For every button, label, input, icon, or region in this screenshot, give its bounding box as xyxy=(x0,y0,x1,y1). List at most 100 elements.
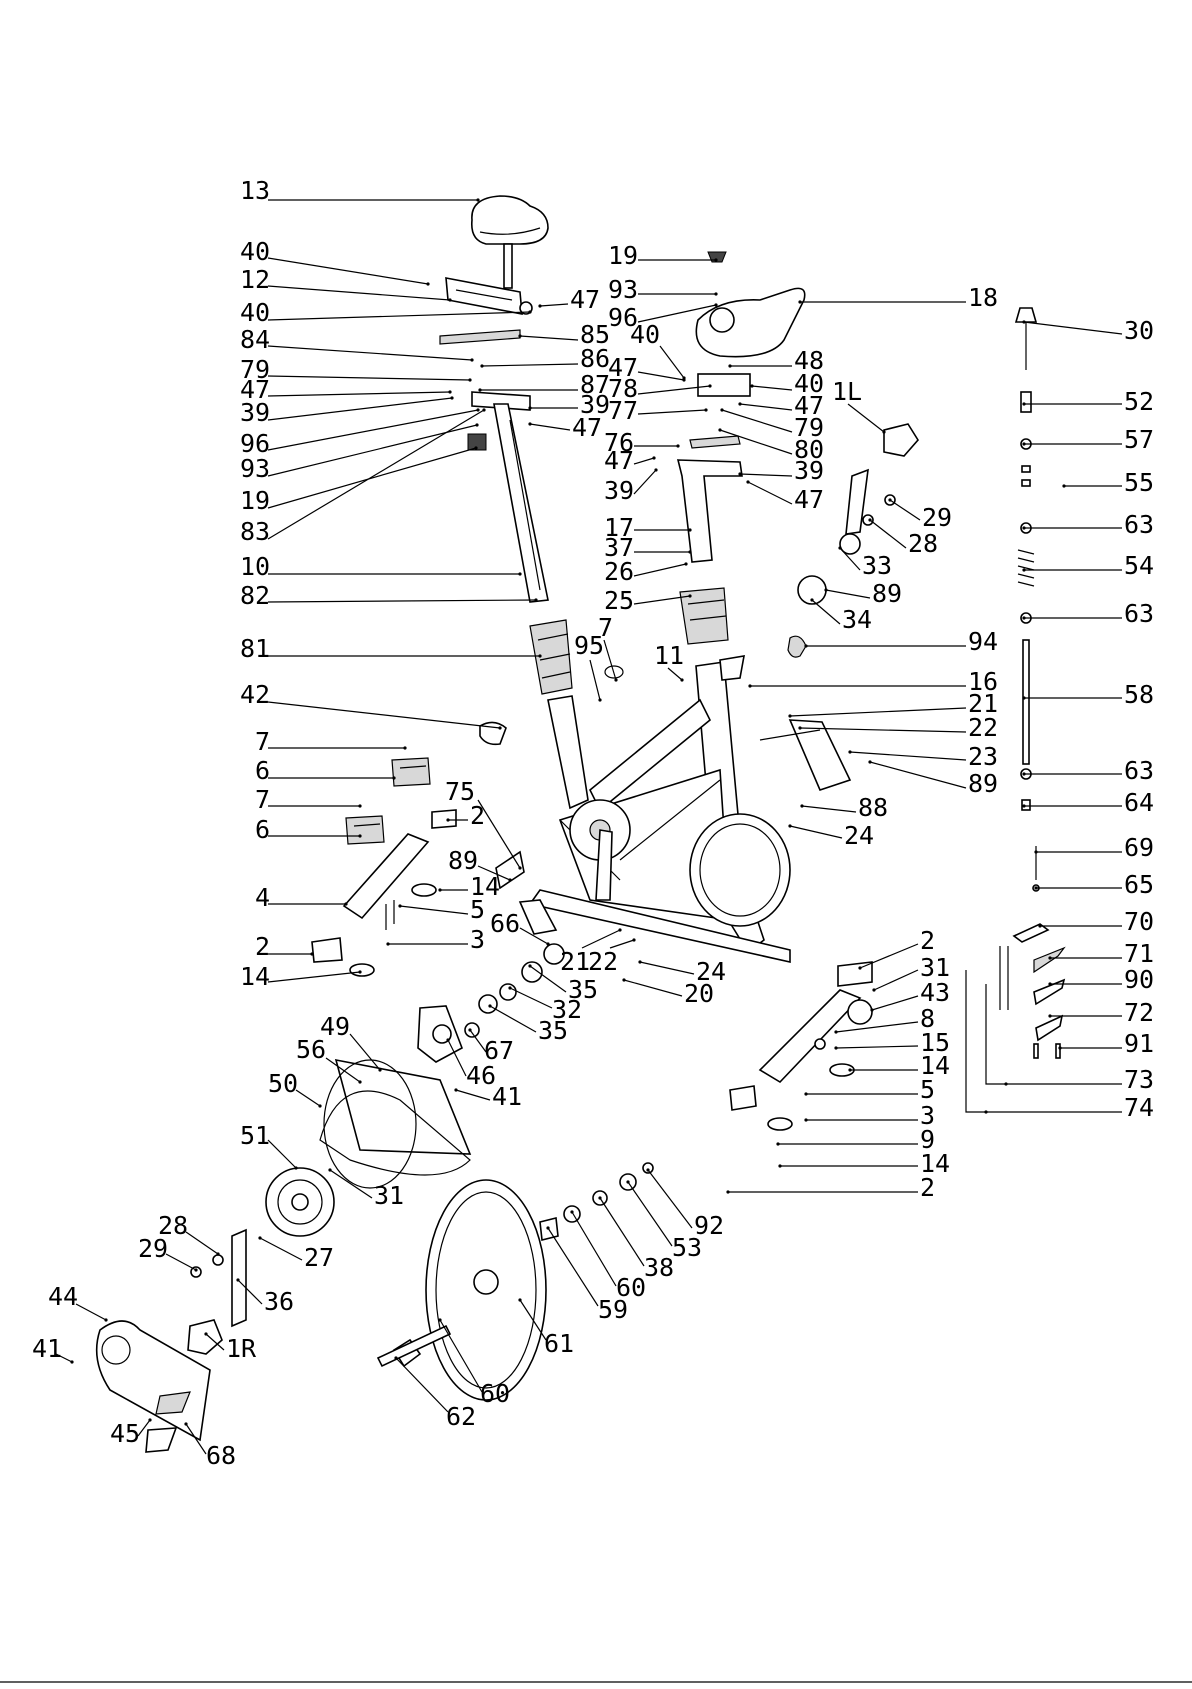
leader-line xyxy=(835,1045,919,1049)
part-label: 39 xyxy=(240,398,270,427)
leader-dot xyxy=(720,408,724,412)
part-label: 51 xyxy=(240,1121,270,1150)
leader-line xyxy=(205,1333,225,1351)
leader-line xyxy=(519,927,549,945)
leader-line xyxy=(539,303,569,307)
leader-dot xyxy=(1022,442,1026,446)
part-label: 7 xyxy=(255,727,270,756)
leader-dot xyxy=(448,298,452,302)
leader-dot xyxy=(888,498,892,502)
leader-dot xyxy=(1058,1046,1062,1050)
leader-line xyxy=(751,385,793,391)
leader-line xyxy=(647,1169,693,1229)
leader-dot xyxy=(626,1180,630,1184)
leader-dot xyxy=(788,714,792,718)
part-label: 3 xyxy=(470,925,485,954)
leader-line xyxy=(633,469,657,495)
part-label: 69 xyxy=(1124,833,1154,862)
leader-dot xyxy=(184,1422,188,1426)
part-label: 66 xyxy=(490,909,520,938)
part-label: 15 xyxy=(920,1028,950,1057)
part-label: 39 xyxy=(604,476,634,505)
leader-line xyxy=(447,1039,467,1077)
leader-dot xyxy=(618,928,622,932)
part-label: 80 xyxy=(794,435,824,464)
leader-dot xyxy=(804,1118,808,1122)
leader-dot xyxy=(538,654,542,658)
leader-line xyxy=(547,1227,599,1307)
leader-line xyxy=(1023,321,1123,335)
part-label: 43 xyxy=(920,978,950,1007)
part-label: 2 xyxy=(255,932,270,961)
part-label: 96 xyxy=(608,303,638,332)
main-frame xyxy=(479,635,852,963)
leader-line xyxy=(639,961,695,975)
part-label: 84 xyxy=(240,325,270,354)
leader-dot xyxy=(386,942,390,946)
part-label: 40 xyxy=(240,237,270,266)
part-label: 26 xyxy=(604,557,634,586)
leader-dot xyxy=(518,334,522,338)
leader-dot xyxy=(1022,804,1026,808)
seat-saddle xyxy=(470,195,549,289)
part-label: 57 xyxy=(1124,425,1154,454)
part-label: 89 xyxy=(448,846,478,875)
part-label: 58 xyxy=(1124,680,1154,709)
leader-line xyxy=(55,1353,73,1363)
part-label: 79 xyxy=(794,413,824,442)
part-label: 86 xyxy=(580,344,610,373)
leader-dot xyxy=(426,282,430,286)
crank-right xyxy=(187,1228,247,1355)
leader-line xyxy=(267,409,479,451)
leader-dot xyxy=(622,978,626,982)
leader-line xyxy=(637,409,707,415)
leader-line xyxy=(839,547,861,571)
leader-dot xyxy=(872,988,876,992)
leader-line xyxy=(873,969,919,991)
part-label: 63 xyxy=(1124,756,1154,785)
chain-guard xyxy=(95,1320,211,1453)
leader-dot xyxy=(778,1164,782,1168)
part-label: 28 xyxy=(158,1211,188,1240)
leader-dot xyxy=(1004,1082,1008,1086)
part-label: 93 xyxy=(608,275,638,304)
leader-line xyxy=(849,751,967,761)
leader-dot xyxy=(403,746,407,750)
handlebar-slider xyxy=(689,373,751,449)
leader-dot xyxy=(676,444,680,448)
leader-dot xyxy=(654,468,658,472)
leader-dot xyxy=(468,378,472,382)
leader-dot xyxy=(868,518,872,522)
leader-dot xyxy=(528,422,532,426)
part-label: 89 xyxy=(872,579,902,608)
leader-dot xyxy=(518,1298,522,1302)
part-label: 21 xyxy=(560,947,590,976)
leader-dot xyxy=(714,292,718,296)
part-label: 88 xyxy=(858,793,888,822)
bearing-stack xyxy=(464,943,565,1038)
leader-line xyxy=(481,363,579,367)
part-label: 91 xyxy=(1124,1029,1154,1058)
part-label: 56 xyxy=(296,1035,326,1064)
part-label: 39 xyxy=(794,456,824,485)
leader-line xyxy=(185,1231,219,1255)
leader-dot xyxy=(528,406,532,410)
part-label: 54 xyxy=(1124,551,1154,580)
leader-dot xyxy=(216,1252,220,1256)
part-label: 41 xyxy=(32,1334,62,1363)
handlebar-post xyxy=(676,459,743,645)
leader-dot xyxy=(750,384,754,388)
leader-line xyxy=(267,285,451,301)
leader-line xyxy=(847,403,885,433)
sleeve-bushing xyxy=(529,619,573,695)
knob-small xyxy=(467,433,487,451)
part-label: 10 xyxy=(240,552,270,581)
part-label: 13 xyxy=(240,176,270,205)
leader-line xyxy=(581,929,621,949)
leader-line xyxy=(267,375,471,381)
leader-dot xyxy=(1062,484,1066,488)
leader-dot xyxy=(476,198,480,202)
part-label: 34 xyxy=(842,605,872,634)
leader-dot xyxy=(518,866,522,870)
leader-line xyxy=(267,257,429,285)
